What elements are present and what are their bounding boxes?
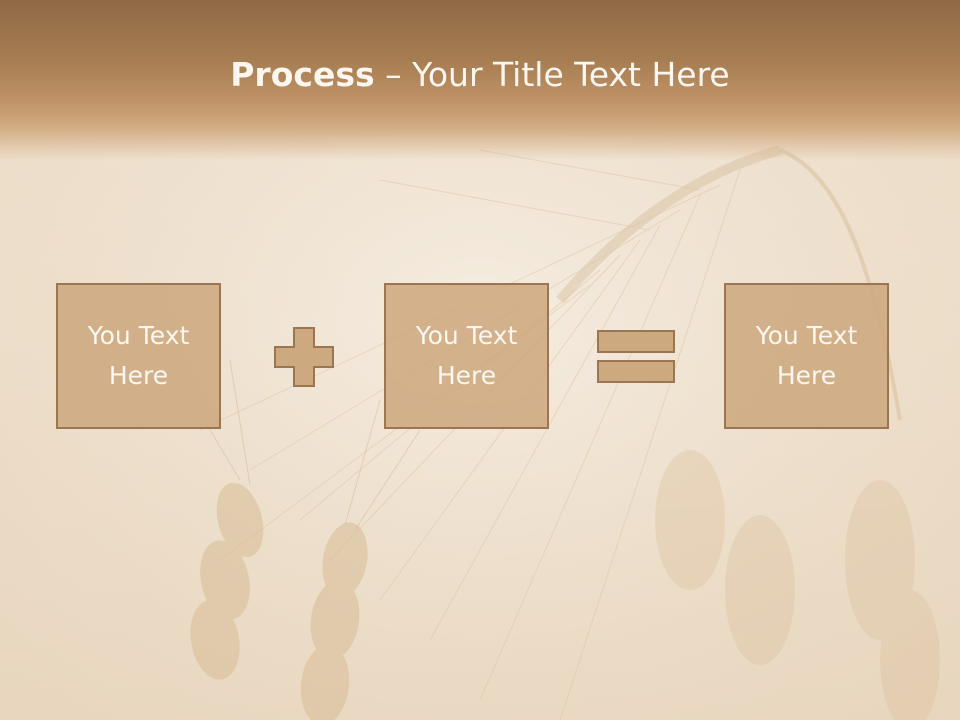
title-rest-text: – Your Title Text Here <box>374 55 730 94</box>
process-box-1-text: You Text Here <box>87 321 190 390</box>
slide-title: Process – Your Title Text Here <box>0 52 960 98</box>
equals-icon <box>597 330 677 384</box>
title-band <box>0 0 960 160</box>
process-box-2-text: You Text Here <box>415 321 518 390</box>
title-bold-text: Process <box>230 55 375 94</box>
process-box-3[interactable]: You Text Here <box>724 283 889 429</box>
process-box-3-text: You Text Here <box>755 321 858 390</box>
process-box-1[interactable]: You Text Here <box>56 283 221 429</box>
process-box-2[interactable]: You Text Here <box>384 283 549 429</box>
plus-icon <box>273 326 335 388</box>
